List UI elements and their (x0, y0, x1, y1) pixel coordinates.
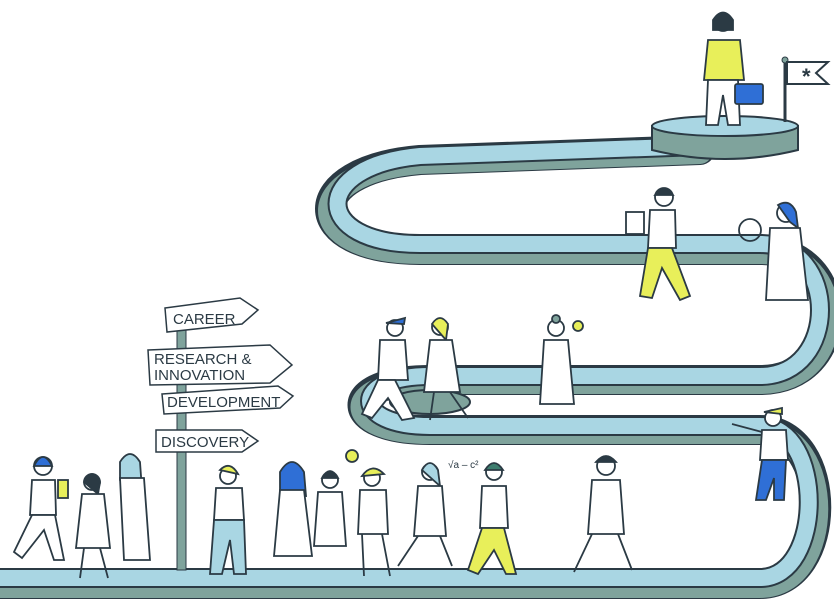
person-bottom-2 (74, 473, 112, 579)
sign-research-line2: INNOVATION (154, 367, 245, 384)
signpost: CAREER RESEARCH & INNOVATION DEVELOPMENT… (147, 297, 295, 571)
person-bottom-9 (466, 462, 518, 576)
summit-platform (651, 115, 799, 160)
people (12, 11, 810, 579)
person-scientist-molecule (738, 201, 810, 301)
person-bottom-1 (12, 456, 69, 561)
sign-discovery: DISCOVERY (161, 434, 249, 451)
person-summit (703, 11, 764, 126)
sign-research-line1: RESEARCH & (154, 351, 252, 368)
person-bottom-7 (357, 467, 391, 577)
person-bottom-5 (273, 461, 314, 557)
person-pointing (731, 406, 789, 501)
person-bottom-8 (397, 462, 453, 567)
person-gear (539, 314, 584, 405)
formula-doodle: √a – c² (448, 459, 479, 471)
person-bottom-6 (313, 449, 359, 547)
person-bottom-4 (209, 464, 247, 575)
person-bottom-3 (119, 453, 151, 561)
person-walker-books (625, 187, 692, 302)
flag-symbol: * (802, 64, 811, 89)
person-bottom-10 (573, 455, 633, 573)
sign-development: DEVELOPMENT (167, 394, 280, 411)
person-flask (422, 317, 469, 421)
person-cap (360, 316, 416, 421)
flag: * (781, 56, 831, 122)
sign-career: CAREER (173, 311, 236, 328)
